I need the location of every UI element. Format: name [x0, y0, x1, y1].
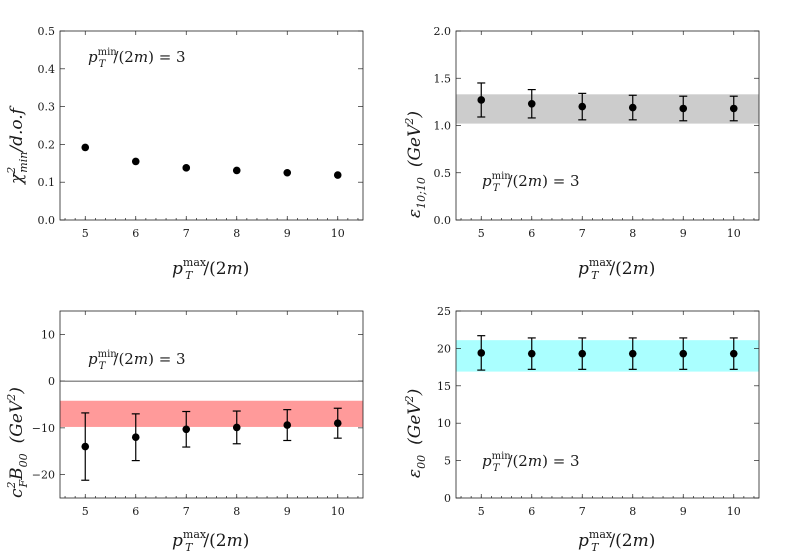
panel-chi2-xtick-label: 10: [331, 227, 345, 240]
panel-b00-ytick-label: 0: [48, 375, 55, 388]
panel-e00-point: [628, 349, 637, 358]
panel-chi2-point: [283, 168, 292, 177]
panel-b00-ytick-label: −20: [32, 469, 55, 482]
panel-b00-ytick-label: 10: [41, 328, 55, 341]
panel-b00-point: [333, 419, 342, 428]
panel-chi2-ytick-label: 0.4: [38, 63, 56, 76]
panel-chi2-point: [81, 143, 90, 152]
panel-chi2-point: [131, 157, 140, 166]
panel-e00-xtick-label: 8: [629, 505, 636, 518]
panel-b00-point: [131, 433, 140, 442]
panel-b00-xtick-label: 7: [183, 505, 190, 518]
panel-chi2-plot: 5 6 7 8 9 10 0.0 0.1 0.2 0.3 0.4 0.5: [38, 25, 364, 240]
panel-e1010-xtick-label: 5: [478, 227, 485, 240]
panel-chi2-xtick-label: 7: [183, 227, 190, 240]
panel-chi2-xtick-label: 8: [233, 227, 240, 240]
panel-e00-xtick-label: 7: [579, 505, 586, 518]
panel-b00-point: [81, 442, 90, 451]
panel-e00-ytick-label: 5: [444, 455, 451, 468]
panel-e00-ytick-label: 20: [437, 342, 451, 355]
panel-e00-frame: [455, 310, 760, 499]
panel-chi2-point: [182, 164, 191, 172]
panel-chi2-ylabel: χ2min/d.o.f: [5, 105, 30, 185]
panel-e1010-xtick-label: 7: [579, 227, 586, 240]
panel-chi2-xtick-label: 6: [132, 227, 139, 240]
panel-e00-ytick-label: 0: [444, 492, 451, 505]
panel-b00-point: [182, 425, 191, 434]
panel-e00-point: [578, 349, 587, 358]
panel-e00-ytick-label: 10: [437, 417, 451, 430]
panel-e1010-point: [628, 103, 637, 112]
panel-b00-point: [232, 423, 241, 432]
panel-chi2-ytick-label: 0.1: [38, 176, 56, 189]
panel-e00-xtick-label: 6: [528, 505, 535, 518]
panel-b00-plot: 5 6 7 8 9 10 −20 −10 0 10: [32, 310, 364, 518]
panel-e1010-point: [729, 104, 738, 113]
panel-e1010-ytick-label: 1.0: [434, 120, 452, 133]
panel-b00-xtick-label: 5: [82, 505, 89, 518]
panel-e00-ytick-label: 25: [437, 305, 451, 318]
panel-e00-band: [456, 340, 759, 372]
panel-e1010-ytick-label: 1.5: [434, 72, 452, 85]
panel-e00-plot: 5 6 7 8 9 10 0 5 10 15 20 25: [437, 305, 760, 518]
panel-e00-point: [679, 349, 688, 358]
panel-e00-point: [477, 349, 486, 357]
panel-e1010-point: [578, 102, 587, 111]
panel-e1010-ytick-label: 2.0: [434, 25, 452, 38]
panel-chi2-xtick-label: 9: [284, 227, 291, 240]
panel-e1010-xtick-label: 6: [528, 227, 535, 240]
panel-chi2-xtick-label: 5: [82, 227, 89, 240]
panel-e1010-xtick-label: 9: [680, 227, 687, 240]
panel-e1010-band: [456, 94, 759, 124]
panel-e1010-point: [527, 99, 536, 108]
panel-b00-xtick-label: 8: [233, 505, 240, 518]
panel-e00-point: [729, 349, 738, 358]
panel-e00-point: [527, 349, 536, 358]
panel-chi2-point: [333, 171, 342, 179]
panel-e00-ylabel: ε00(GeV2): [403, 389, 428, 478]
panel-e1010-plot: 5 6 7 8 9 10 0.0 0.5 1.0 1.5 2.0: [434, 25, 760, 240]
panel-e1010-ytick-label: 0.5: [434, 167, 452, 180]
panel-b00-ylabel: c2FB00(GeV2): [5, 387, 30, 498]
panel-chi2-ytick-label: 0.2: [38, 138, 56, 151]
panel-e00-xtick-label: 5: [478, 505, 485, 518]
panel-e00-xtick-label: 9: [680, 505, 687, 518]
panel-b00-xtick-label: 10: [331, 505, 345, 518]
panel-e1010-xtick-label: 8: [629, 227, 636, 240]
panel-b00-band: [60, 400, 363, 427]
panel-e00-xtick-label: 10: [727, 505, 741, 518]
panel-e1010-point: [679, 104, 688, 113]
panel-chi2-point: [232, 166, 241, 175]
panel-b00-xtick-label: 9: [284, 505, 291, 518]
panel-chi2-ytick-label: 0.3: [38, 101, 56, 114]
panel-e00-ytick-label: 15: [437, 380, 451, 393]
panel-b00-frame: [59, 310, 364, 499]
panel-b00-ytick-label: −10: [32, 422, 55, 435]
panel-e1010-ylabel: ε10;10(GeV2): [403, 111, 428, 218]
panel-e1010-frame: [455, 30, 760, 221]
panel-e1010-ytick-label: 0.0: [434, 214, 452, 227]
panel-e1010-point: [477, 96, 486, 104]
panel-chi2-ytick-label: 0.5: [38, 25, 56, 38]
panel-b00-xtick-label: 6: [132, 505, 139, 518]
panel-chi2-ytick-label: 0.0: [38, 214, 56, 227]
panel-e1010-xtick-label: 10: [727, 227, 741, 240]
panel-chi2-frame: [59, 30, 364, 221]
panel-b00-point: [283, 421, 292, 429]
